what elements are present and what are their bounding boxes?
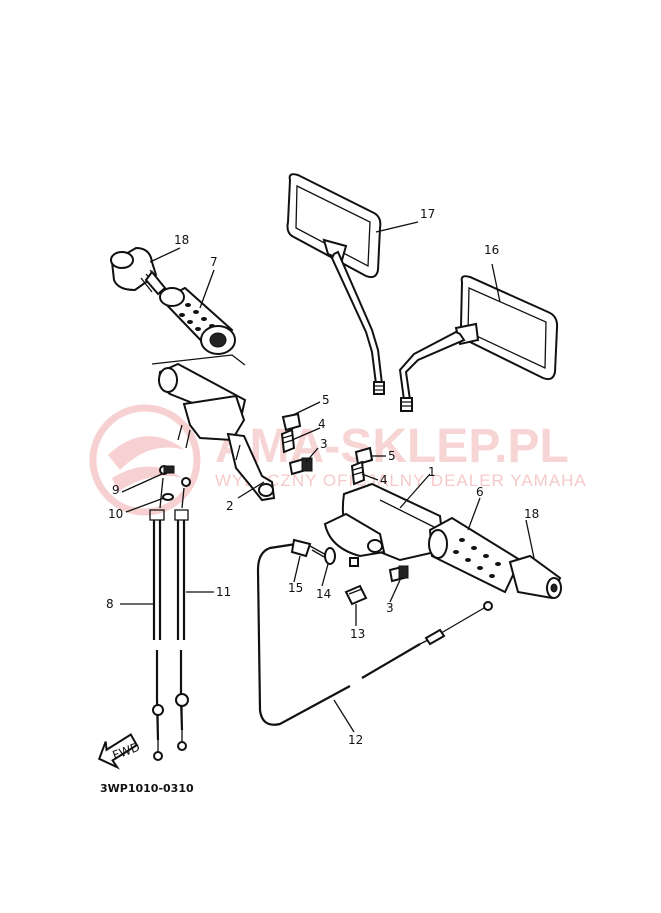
part-6-right-grip bbox=[428, 516, 522, 594]
callout-6: 6 bbox=[476, 485, 484, 499]
callout-8: 8 bbox=[106, 597, 114, 611]
callout-9: 9 bbox=[112, 483, 120, 497]
callout-10: 10 bbox=[108, 507, 123, 521]
callout-4-left: 4 bbox=[318, 417, 326, 431]
callout-13: 13 bbox=[350, 627, 365, 641]
fwd-arrow: FWD bbox=[97, 733, 142, 770]
callout-3-left: 3 bbox=[320, 437, 328, 451]
diagram-code: 3WP1010-0310 bbox=[100, 782, 194, 795]
part-15-adjuster bbox=[290, 538, 329, 559]
part-10-washer bbox=[162, 493, 174, 501]
callout-14: 14 bbox=[316, 587, 331, 601]
callout-5-right: 5 bbox=[388, 449, 396, 463]
part-1-throttle-grip-assembly bbox=[323, 482, 446, 562]
callout-17: 17 bbox=[420, 207, 435, 221]
watermark-text: AMA-SKLEP.PL bbox=[215, 420, 569, 473]
callout-2: 2 bbox=[226, 499, 234, 513]
part-4-bolt bbox=[280, 428, 296, 454]
part-17-mirror bbox=[286, 173, 385, 395]
part-12-cable bbox=[256, 542, 493, 726]
callouts: 18 7 17 16 5 4 3 5 4 1 6 18 9 10 2 8 11 … bbox=[106, 207, 539, 747]
callout-3-right: 3 bbox=[386, 601, 394, 615]
part-18-left-grip-end bbox=[110, 246, 167, 296]
callout-1: 1 bbox=[428, 465, 436, 479]
callout-15: 15 bbox=[288, 581, 303, 595]
callout-11: 11 bbox=[216, 585, 231, 599]
part-2-handlebar bbox=[151, 354, 276, 502]
part-4-bolt-right bbox=[350, 460, 366, 486]
leader-lines bbox=[120, 221, 535, 733]
part-18-right-grip-end bbox=[508, 554, 562, 600]
watermark: AMA-SKLEP.PL WYŁĄCZNY OFICJALNY DEALER Y… bbox=[89, 404, 587, 516]
callout-4-right: 4 bbox=[380, 473, 388, 487]
callout-12: 12 bbox=[348, 733, 363, 747]
watermark-logo bbox=[89, 404, 201, 516]
callout-7: 7 bbox=[210, 255, 218, 269]
part-7-left-grip bbox=[159, 286, 236, 355]
part-14-nut bbox=[324, 547, 359, 567]
part-5-cap bbox=[281, 412, 302, 432]
part-11-throttle-cable bbox=[174, 477, 191, 751]
callout-5-left: 5 bbox=[322, 393, 330, 407]
part-3-bolt-right bbox=[388, 565, 409, 583]
part-3-bolt bbox=[288, 457, 313, 476]
watermark-subtext: WYŁĄCZNY OFICJALNY DEALER YAMAHA bbox=[215, 471, 587, 490]
part-13-clip bbox=[344, 584, 368, 606]
part-16-mirror bbox=[398, 275, 559, 412]
part-5-cap-right bbox=[354, 446, 374, 466]
callout-18-right: 18 bbox=[524, 507, 539, 521]
callout-18-left: 18 bbox=[174, 233, 189, 247]
callout-16: 16 bbox=[484, 243, 499, 257]
part-9-nut bbox=[163, 465, 175, 474]
